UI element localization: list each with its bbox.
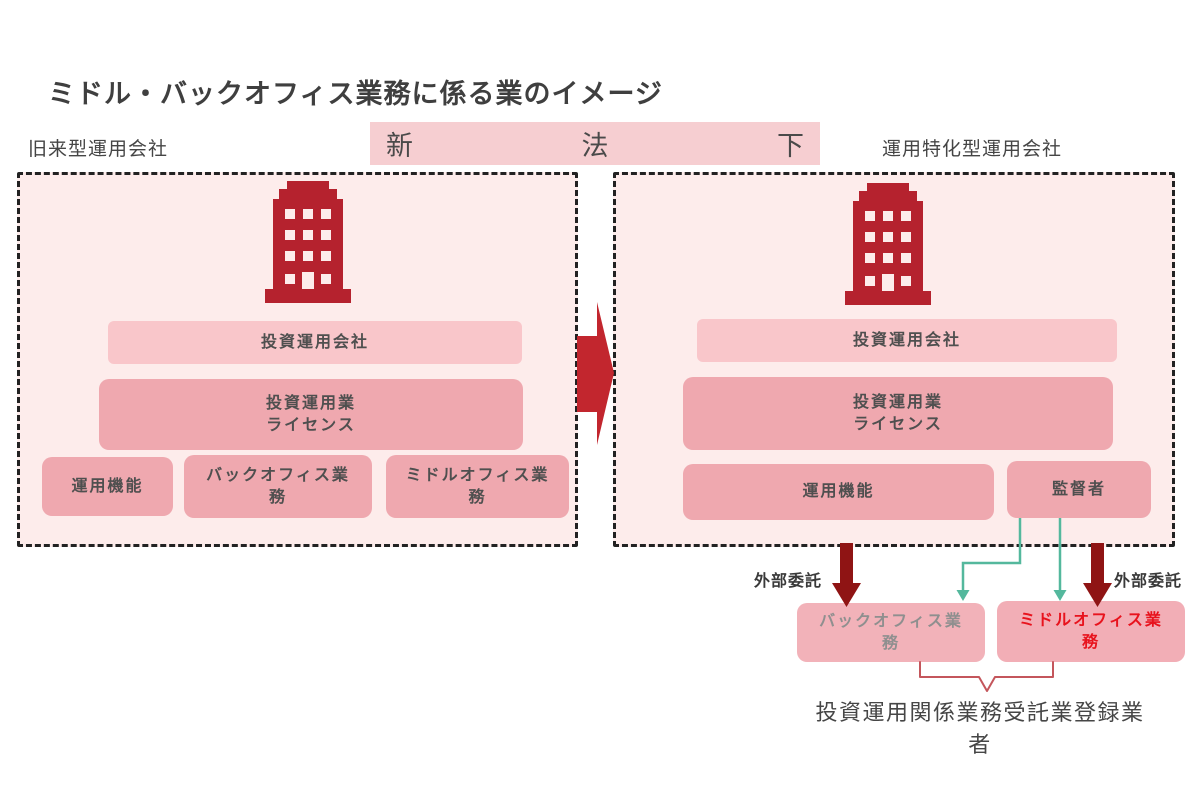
specialized-license-box: 投資運用業 ライセンス [683,377,1113,450]
outsourced-middleoffice-line1: ミドルオフィス業 [1019,611,1163,629]
brace-down-icon [919,661,1054,692]
legacy-middleoffice-box: ミドルオフィス業 務 [386,455,569,518]
specialized-operation-function-box: 運用機能 [683,464,994,520]
registered-business-label: 投資運用関係業務受託業登録業者 [815,700,1145,757]
legacy-company-name-box: 投資運用会社 [108,321,522,364]
legacy-middleoffice-line1: ミドルオフィス業 [405,466,550,484]
supervisor-box: 監督者 [1007,461,1151,518]
specialized-company-label: 運用特化型運用会社 [882,139,1063,160]
legacy-backoffice-box: バックオフィス業 務 [184,455,372,518]
specialized-license-line2: ライセンス [853,415,943,433]
legacy-license-line1: 投資運用業 [265,394,356,412]
new-law-banner: 新 法 下 [370,122,820,165]
specialized-operation-function-text: 運用機能 [802,483,875,501]
outsourced-backoffice-line2: 務 [881,634,900,652]
legacy-company-name-text: 投資運用会社 [260,333,369,351]
supervisor-text: 監督者 [1051,480,1106,498]
page-title: ミドル・バックオフィス業務に係る業のイメージ [48,79,663,109]
outsourcing-label-left: 外部委託 [753,573,822,590]
banner-char-under: 下 [777,131,804,161]
down-arrow-icon [832,543,861,607]
outsourcing-label-right: 外部委託 [1114,573,1183,590]
legacy-company-label: 旧来型運用会社 [28,139,169,160]
specialized-company-name-text: 投資運用会社 [852,331,961,349]
legacy-middleoffice-line2: 務 [468,488,487,506]
building-icon [845,183,931,305]
legacy-backoffice-line1: バックオフィス業 [206,466,350,484]
down-arrow-icon [1083,543,1112,607]
legacy-license-box: 投資運用業 ライセンス [99,379,523,450]
outsourced-middleoffice-box: ミドルオフィス業 務 [997,601,1185,662]
legacy-operation-function-box: 運用機能 [42,457,173,516]
outsourced-backoffice-box: バックオフィス業 務 [797,603,985,662]
outsourced-middleoffice-line2: 務 [1081,633,1100,651]
banner-char-new: 新 [386,131,413,161]
legacy-operation-function-text: 運用機能 [71,477,144,495]
specialized-license-line1: 投資運用業 [852,393,943,411]
banner-char-law: 法 [581,131,609,161]
specialized-company-name-box: 投資運用会社 [697,319,1117,362]
legacy-license-line2: ライセンス [266,416,356,434]
right-block-arrow-icon [577,302,614,445]
building-icon [265,181,351,303]
legacy-backoffice-line2: 務 [268,488,287,506]
outsourced-backoffice-line1: バックオフィス業 [819,612,963,630]
